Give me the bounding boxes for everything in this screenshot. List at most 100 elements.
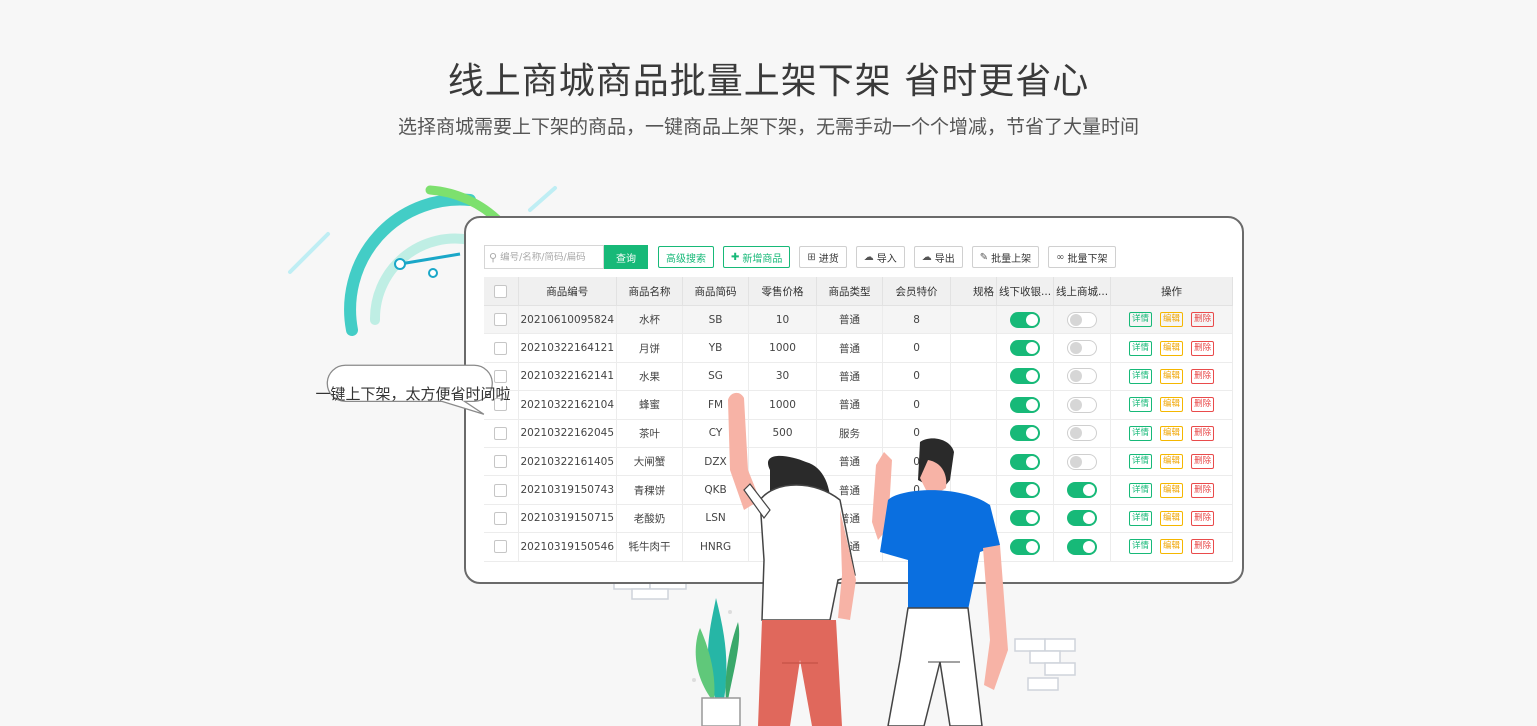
toggle-switch[interactable] <box>1010 368 1041 385</box>
toggle-switch[interactable] <box>1010 311 1041 328</box>
product-code-link[interactable]: 20210322161405 <box>518 447 618 477</box>
row-checkbox[interactable] <box>494 540 508 554</box>
online-toggle-cell[interactable] <box>1053 447 1112 477</box>
delete-button[interactable]: 删除 <box>1191 482 1215 498</box>
online-toggle-cell[interactable] <box>1053 333 1112 363</box>
col-header[interactable]: 线下收银... <box>996 277 1055 306</box>
edit-button[interactable]: 编辑 <box>1160 539 1184 555</box>
select-all-cell[interactable] <box>484 277 519 306</box>
table-row[interactable]: 20210322161405大闸蟹DZX0普通0详情编辑删除 <box>484 447 1234 477</box>
delete-button[interactable]: 删除 <box>1191 425 1215 441</box>
online-toggle-cell[interactable] <box>1053 504 1112 534</box>
toggle-switch[interactable] <box>1067 396 1098 413</box>
toggle-switch[interactable] <box>1010 453 1041 470</box>
export-button[interactable]: ☁导出 <box>913 246 963 268</box>
toggle-switch[interactable] <box>1067 482 1098 499</box>
product-code-link[interactable]: 20210319150715 <box>518 504 618 534</box>
delete-button[interactable]: 删除 <box>1191 510 1215 526</box>
toggle-switch[interactable] <box>1067 340 1098 357</box>
row-checkbox[interactable] <box>494 398 508 412</box>
toggle-switch[interactable] <box>1010 482 1041 499</box>
delete-button[interactable]: 删除 <box>1191 368 1215 384</box>
online-toggle-cell[interactable] <box>1053 475 1112 505</box>
row-select-cell[interactable] <box>484 532 519 562</box>
toggle-switch[interactable] <box>1010 396 1041 413</box>
product-code-link[interactable]: 20210610095824 <box>518 305 618 335</box>
row-select-cell[interactable] <box>484 390 519 420</box>
detail-button[interactable]: 详情 <box>1129 510 1153 526</box>
offline-toggle-cell[interactable] <box>996 475 1055 505</box>
detail-button[interactable]: 详情 <box>1129 539 1153 555</box>
detail-button[interactable]: 详情 <box>1129 425 1153 441</box>
delete-button[interactable]: 删除 <box>1191 312 1215 328</box>
toggle-switch[interactable] <box>1067 453 1098 470</box>
stock-in-button[interactable]: ⊞进货 <box>799 246 847 268</box>
edit-button[interactable]: 编辑 <box>1160 510 1184 526</box>
toggle-switch[interactable] <box>1067 510 1098 527</box>
offline-toggle-cell[interactable] <box>996 447 1055 477</box>
product-code-link[interactable]: 20210322164121 <box>518 333 618 363</box>
delete-button[interactable]: 删除 <box>1191 539 1215 555</box>
add-product-button[interactable]: ✚新增商品 <box>723 246 791 268</box>
delete-button[interactable]: 删除 <box>1191 397 1215 413</box>
col-header[interactable]: 操作 <box>1110 277 1234 306</box>
row-checkbox[interactable] <box>494 341 508 355</box>
row-checkbox[interactable] <box>494 313 508 327</box>
detail-button[interactable]: 详情 <box>1129 340 1153 356</box>
row-checkbox[interactable] <box>494 426 508 440</box>
batch-list-button[interactable]: ✎批量上架 <box>971 246 1040 268</box>
col-header[interactable]: 零售价格 <box>748 277 818 306</box>
row-checkbox[interactable] <box>494 369 508 383</box>
detail-button[interactable]: 详情 <box>1129 454 1153 470</box>
offline-toggle-cell[interactable] <box>996 305 1055 335</box>
row-select-cell[interactable] <box>484 419 519 448</box>
offline-toggle-cell[interactable] <box>996 333 1055 363</box>
toggle-switch[interactable] <box>1067 538 1098 555</box>
online-toggle-cell[interactable] <box>1053 419 1112 448</box>
product-code-link[interactable]: 20210319150743 <box>518 475 618 505</box>
offline-toggle-cell[interactable] <box>996 532 1055 562</box>
edit-button[interactable]: 编辑 <box>1160 368 1184 384</box>
col-header[interactable]: 商品编号 <box>518 277 618 306</box>
online-toggle-cell[interactable] <box>1053 362 1112 392</box>
row-checkbox[interactable] <box>494 511 508 525</box>
row-select-cell[interactable] <box>484 447 519 477</box>
product-code-link[interactable]: 20210322162104 <box>518 390 618 420</box>
delete-button[interactable]: 删除 <box>1191 454 1215 470</box>
col-header[interactable]: 商品名称 <box>616 277 684 306</box>
offline-toggle-cell[interactable] <box>996 390 1055 420</box>
offline-toggle-cell[interactable] <box>996 362 1055 392</box>
detail-button[interactable]: 详情 <box>1129 312 1153 328</box>
offline-toggle-cell[interactable] <box>996 504 1055 534</box>
online-toggle-cell[interactable] <box>1053 390 1112 420</box>
edit-button[interactable]: 编辑 <box>1160 454 1184 470</box>
query-button[interactable]: 查询 <box>604 245 648 269</box>
edit-button[interactable]: 编辑 <box>1160 312 1184 328</box>
toggle-switch[interactable] <box>1010 538 1041 555</box>
col-header[interactable]: 规格 <box>950 277 998 306</box>
row-select-cell[interactable] <box>484 305 519 335</box>
edit-button[interactable]: 编辑 <box>1160 482 1184 498</box>
toggle-switch[interactable] <box>1067 425 1098 442</box>
col-header[interactable]: 商品简码 <box>682 277 750 306</box>
edit-button[interactable]: 编辑 <box>1160 397 1184 413</box>
row-checkbox[interactable] <box>494 483 508 497</box>
product-code-link[interactable]: 20210322162045 <box>518 419 618 448</box>
row-select-cell[interactable] <box>484 333 519 363</box>
toggle-switch[interactable] <box>1067 368 1098 385</box>
detail-button[interactable]: 详情 <box>1129 368 1153 384</box>
offline-toggle-cell[interactable] <box>996 419 1055 448</box>
toggle-switch[interactable] <box>1067 311 1098 328</box>
col-header[interactable]: 会员特价 <box>882 277 952 306</box>
col-header[interactable]: 商品类型 <box>816 277 884 306</box>
row-select-cell[interactable] <box>484 475 519 505</box>
toggle-switch[interactable] <box>1010 510 1041 527</box>
row-checkbox[interactable] <box>494 455 508 469</box>
batch-unlist-button[interactable]: ∞批量下架 <box>1048 246 1116 268</box>
edit-button[interactable]: 编辑 <box>1160 340 1184 356</box>
col-header[interactable]: 线上商城... <box>1053 277 1112 306</box>
search-box[interactable]: ⚲ <box>484 245 604 269</box>
